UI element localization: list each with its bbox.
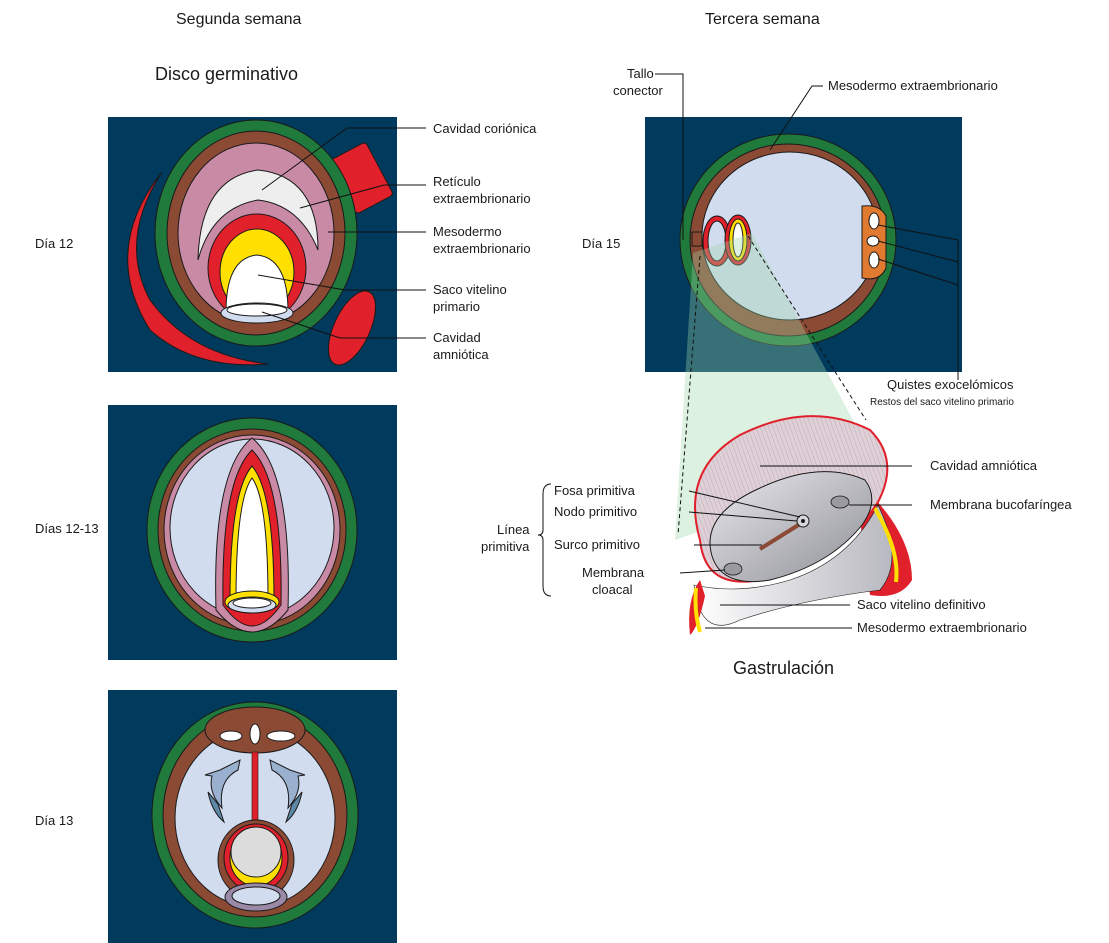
panel-day-12-13 <box>108 405 397 660</box>
label-cavidad-corionica: Cavidad coriónica <box>433 121 537 136</box>
heading-third-week: Tercera semana <box>705 11 820 28</box>
label-fosa-primitiva: Fosa primitiva <box>554 483 636 498</box>
exocoelomic-cyst <box>869 213 879 229</box>
label-quistes-sub: Restos del saco vitelino primario <box>870 397 1014 408</box>
label-mesodermo-g: Mesodermo extraembrionario <box>857 620 1027 635</box>
heading-germ-disc: Disco germinativo <box>155 64 298 84</box>
label-surco-primitivo: Surco primitivo <box>554 537 640 552</box>
label-cavidad-amniotica-g: Cavidad amniótica <box>930 458 1038 473</box>
exocoelomic-cyst <box>869 252 879 268</box>
heading-gastrulation: Gastrulación <box>733 658 834 678</box>
stalk <box>252 752 258 827</box>
label-tallo-conector: Tallo conector <box>613 66 664 98</box>
label-reticulo: Retículo extraembrionario <box>433 174 531 206</box>
label-saco-vitelino-definitivo: Saco vitelino definitivo <box>857 597 986 612</box>
label-membrana-cloacal: Membrana cloacal <box>582 565 648 597</box>
day-label-13: Día 13 <box>35 813 73 828</box>
panel-day-12 <box>108 117 397 372</box>
heading-second-week: Segunda semana <box>176 11 302 28</box>
label-quistes: Quistes exocelómicos <box>887 377 1014 392</box>
connecting-stalk <box>692 232 702 246</box>
label-mesodermo: Mesodermo extraembrionario <box>433 224 531 256</box>
cloacal-membrane <box>724 563 742 575</box>
day-label-12-13: Días 12-13 <box>35 521 99 536</box>
cyst <box>267 731 295 741</box>
label-linea-primitiva: Línea primitiva <box>481 522 533 554</box>
panel-day-13 <box>108 690 397 943</box>
label-membrana-bucofaringea: Membrana bucofaríngea <box>930 497 1072 512</box>
buccopharyngeal-membrane <box>831 496 849 508</box>
yolk-sac-gray <box>231 827 281 877</box>
cyst <box>220 731 242 741</box>
label-saco-vitelino: Saco vitelino primario <box>433 282 510 314</box>
day-label-15: Día 15 <box>582 236 620 251</box>
exocoelomic-cyst <box>867 236 879 246</box>
cyst <box>250 724 260 744</box>
day-label-12: Día 12 <box>35 236 73 251</box>
label-mesodermo-15: Mesodermo extraembrionario <box>828 78 998 93</box>
label-cavidad-amniotica: Cavidad amniótica <box>433 330 489 362</box>
label-nodo-primitivo: Nodo primitivo <box>554 504 637 519</box>
